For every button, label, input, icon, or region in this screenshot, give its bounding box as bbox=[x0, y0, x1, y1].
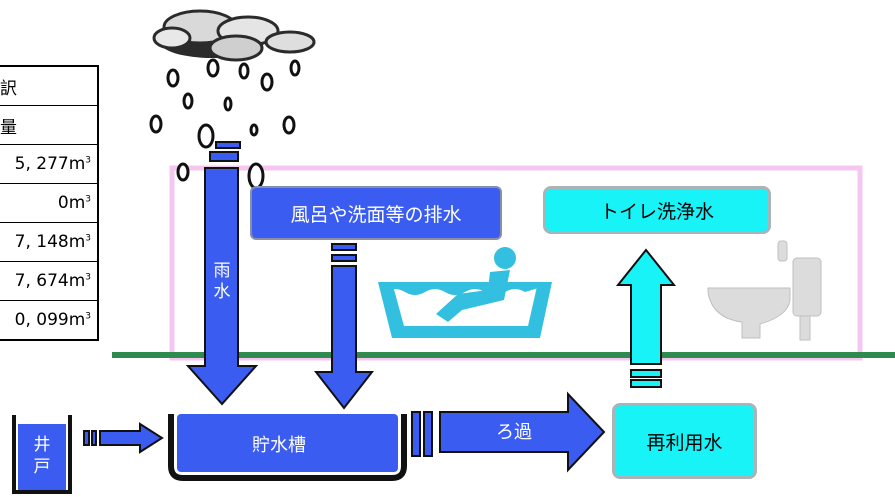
drain-water-box: 風呂や洗面等の排水 bbox=[250, 186, 502, 240]
table-row: 訳 bbox=[0, 65, 99, 106]
rain-label: 雨 水 bbox=[213, 261, 231, 302]
table-cell: 量 bbox=[0, 105, 99, 145]
well-arrow bbox=[83, 422, 164, 454]
table-cell: 0, 099m3 bbox=[0, 300, 99, 341]
bathtub-icon bbox=[378, 247, 552, 338]
reuse-up-arrow bbox=[615, 248, 677, 388]
drain-water-label: 風呂や洗面等の排水 bbox=[290, 203, 462, 226]
well-label: 井 戸 bbox=[33, 435, 51, 477]
toilet-water-box: トイレ洗浄水 bbox=[543, 186, 771, 234]
table-row: 0, 099m3 bbox=[0, 300, 99, 341]
table-row: 7, 148m3 bbox=[0, 222, 99, 262]
table-row: 量 bbox=[0, 105, 99, 145]
raindrop-icon bbox=[149, 58, 301, 190]
well bbox=[12, 415, 72, 494]
toilet-water-label: トイレ洗浄水 bbox=[599, 200, 714, 223]
water-usage-table: 訳 量 5, 277m3 0m3 7, 148m3 7, 674m3 0, 09… bbox=[0, 65, 99, 341]
toilet-icon bbox=[707, 240, 822, 341]
storage-tank bbox=[168, 414, 407, 481]
cloud-icon bbox=[152, 9, 316, 62]
drain-arrow bbox=[313, 243, 375, 410]
ground-line bbox=[112, 352, 895, 358]
table-row: 5, 277m3 bbox=[0, 144, 99, 184]
filter-arrow bbox=[411, 391, 606, 473]
table-cell: 7, 148m3 bbox=[0, 222, 99, 262]
table-cell: 7, 674m3 bbox=[0, 261, 99, 301]
rain-arrow bbox=[185, 141, 259, 406]
tank-label: 貯水槽 bbox=[252, 435, 306, 456]
table-row: 0m3 bbox=[0, 183, 99, 223]
reuse-water-label: 再利用水 bbox=[646, 431, 723, 454]
table-cell: 訳 bbox=[0, 65, 99, 106]
filter-label: ろ過 bbox=[496, 422, 532, 443]
reuse-water-box: 再利用水 bbox=[612, 403, 757, 479]
table-row: 7, 674m3 bbox=[0, 261, 99, 301]
table-cell: 0m3 bbox=[0, 183, 99, 223]
table-cell: 5, 277m3 bbox=[0, 144, 99, 184]
